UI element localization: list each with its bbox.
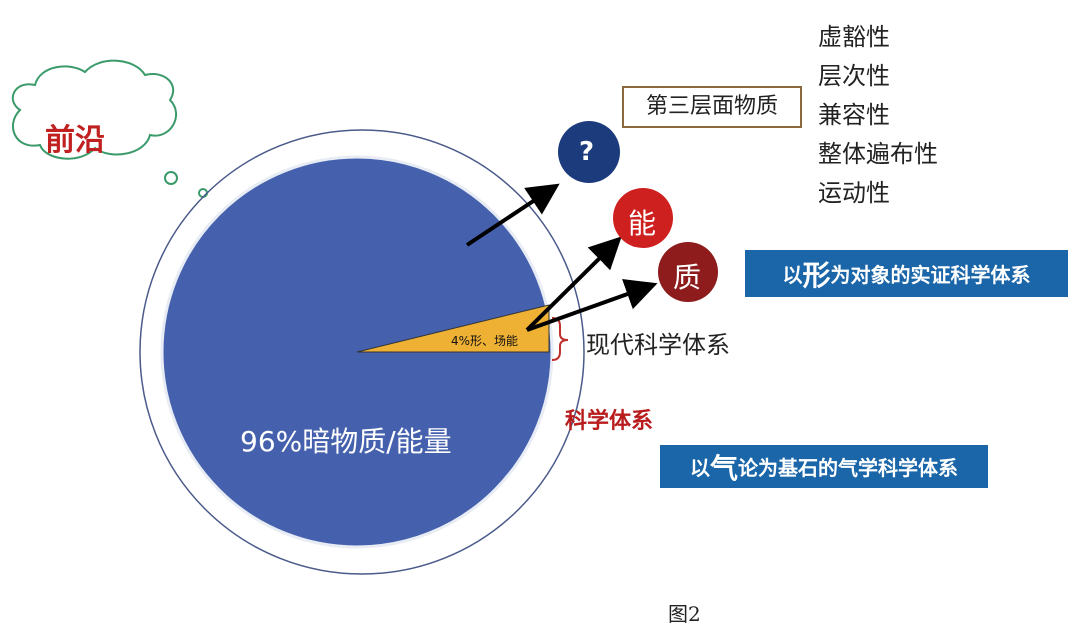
property-list: 虚豁性 层次性 兼容性 整体遍布性 运动性 — [818, 18, 938, 213]
third-layer-box: 第三层面物质 — [622, 86, 802, 128]
property-item: 虚豁性 — [818, 23, 890, 51]
bracket — [551, 317, 569, 361]
property-item: 兼容性 — [818, 101, 890, 129]
thought-cloud — [11, 59, 208, 198]
question-bubble-label: ? — [579, 137, 595, 167]
arrow-to-matter — [526, 279, 658, 332]
banner-text: 以 — [689, 456, 710, 480]
banner-empirical-science: 以形为对象的实证科学体系 — [745, 250, 1068, 297]
banner-text: 论为基石的气学科学体系 — [738, 456, 958, 480]
property-item: 运动性 — [818, 179, 890, 207]
figure-caption: 图2 — [668, 602, 701, 626]
form-field-energy-wedge — [356, 304, 550, 353]
question-bubble — [558, 121, 620, 183]
cloud-label: 前沿 — [45, 123, 105, 158]
banner-text-big: 形 — [802, 258, 831, 292]
wedge-label: 4%形、场能 — [451, 334, 519, 348]
energy-bubble-label: 能 — [628, 207, 657, 240]
property-item: 整体遍布性 — [818, 140, 938, 168]
matter-bubble — [658, 242, 718, 302]
arrow-to-question — [465, 183, 560, 247]
banner-text: 为对象的实证科学体系 — [830, 263, 1031, 287]
modern-science-label: 现代科学体系 — [586, 331, 730, 359]
property-item: 层次性 — [818, 62, 890, 90]
banner-text-big: 气 — [709, 451, 738, 485]
energy-bubble — [613, 188, 673, 248]
outer-ring — [139, 129, 585, 575]
science-system-label: 科学体系 — [565, 409, 654, 434]
dark-matter-label: 96%暗物质/能量 — [240, 425, 452, 458]
arrow-to-energy — [525, 236, 622, 332]
banner-text: 以 — [782, 263, 803, 287]
banner-qi-science: 以气论为基石的气学科学体系 — [660, 445, 988, 488]
matter-bubble-label: 质 — [673, 261, 702, 294]
